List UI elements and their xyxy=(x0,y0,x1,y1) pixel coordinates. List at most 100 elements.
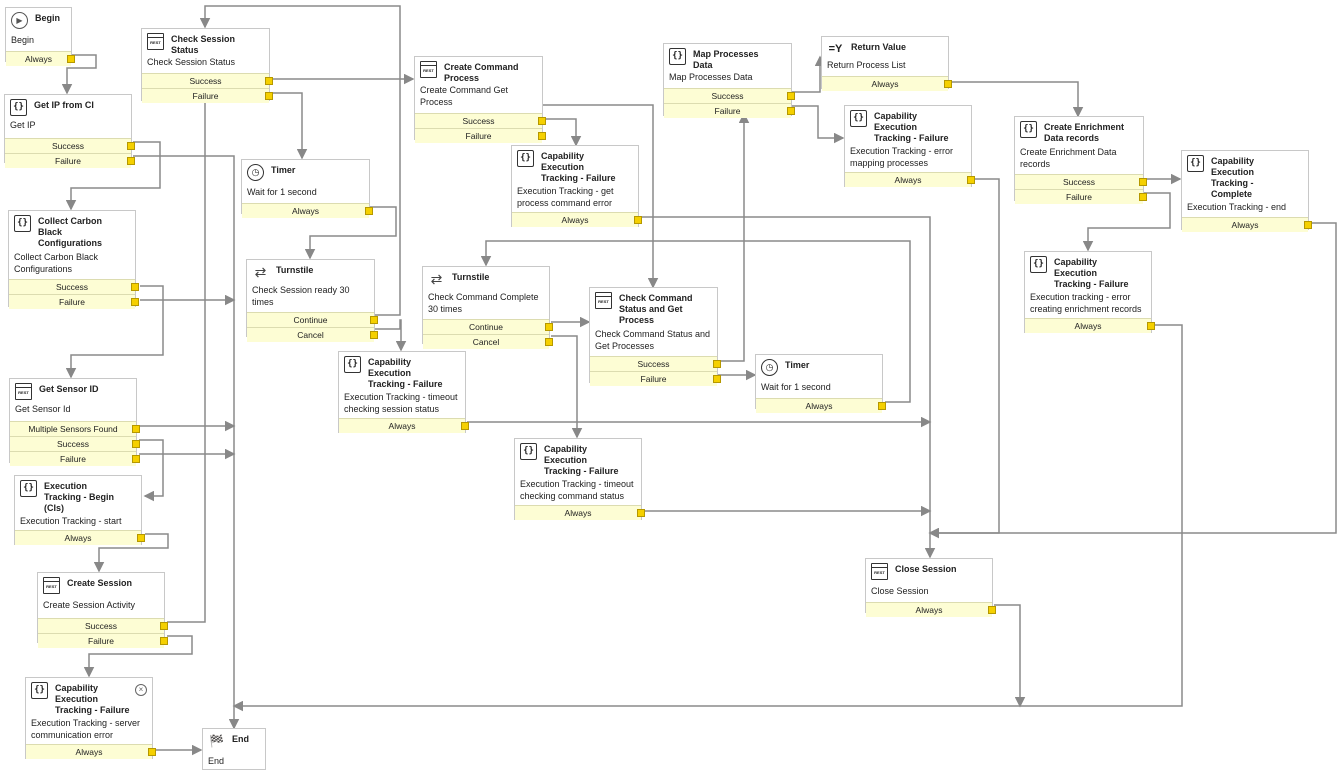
port-failure[interactable]: Failure xyxy=(590,371,721,386)
port-handle[interactable] xyxy=(1139,178,1147,186)
port-success[interactable]: Success xyxy=(415,113,546,128)
port-handle[interactable] xyxy=(787,107,795,115)
node-description: Map Processes Data xyxy=(669,72,753,82)
capability-complete-node[interactable]: {}Capability Execution Tracking - Comple… xyxy=(1181,150,1312,232)
port-continue[interactable]: Continue xyxy=(247,312,378,327)
create-enrichment-records-node[interactable]: {}Create Enrichment Data records Create … xyxy=(1014,116,1147,204)
port-always[interactable]: Always xyxy=(1182,217,1312,232)
port-handle[interactable] xyxy=(545,323,553,331)
end-node[interactable]: 🏁End End xyxy=(202,728,266,770)
port-handle[interactable] xyxy=(787,92,795,100)
port-success[interactable]: Success xyxy=(1015,174,1147,189)
port-handle[interactable] xyxy=(148,748,156,756)
port-failure[interactable]: Failure xyxy=(9,294,139,309)
port-handle[interactable] xyxy=(538,132,546,140)
port-handle[interactable] xyxy=(713,360,721,368)
port-handle[interactable] xyxy=(878,402,886,410)
port-handle[interactable] xyxy=(160,637,168,645)
port-handle[interactable] xyxy=(132,425,140,433)
port-failure[interactable]: Failure xyxy=(415,128,546,143)
capability-failure-node[interactable]: {}Capability Execution Tracking - Failur… xyxy=(338,351,469,433)
port-handle[interactable] xyxy=(967,176,975,184)
port-handle[interactable] xyxy=(713,375,721,383)
capability-failure-node[interactable]: {}Capability Execution Tracking - Failur… xyxy=(511,145,642,227)
port-handle[interactable] xyxy=(127,142,135,150)
port-handle[interactable] xyxy=(461,422,469,430)
port-handle[interactable] xyxy=(132,455,140,463)
port-handle[interactable] xyxy=(1304,221,1312,229)
port-handle[interactable] xyxy=(132,440,140,448)
execution-tracking-begin-node[interactable]: {}Execution Tracking - Begin (CIs) Execu… xyxy=(14,475,145,545)
port-handle[interactable] xyxy=(634,216,642,224)
port-handle[interactable] xyxy=(67,55,75,63)
capability-failure-node[interactable]: {}Capability Execution Tracking - Failur… xyxy=(844,105,975,187)
port-failure[interactable]: Failure xyxy=(38,633,168,648)
port-handle[interactable] xyxy=(1139,193,1147,201)
collect-carbon-black-configurations-node[interactable]: {}Collect Carbon Black Configurations Co… xyxy=(8,210,139,309)
port-success[interactable]: Success xyxy=(590,356,721,371)
port-success[interactable]: Success xyxy=(142,73,273,88)
port-always[interactable]: Always xyxy=(512,212,642,227)
port-handle[interactable] xyxy=(131,298,139,306)
port-handle[interactable] xyxy=(131,283,139,291)
port-failure[interactable]: Failure xyxy=(664,103,795,118)
node-title: Capability Execution Tracking - Failure xyxy=(55,683,130,715)
capability-failure-node[interactable]: {}Capability Execution Tracking - Failur… xyxy=(1024,251,1155,333)
map-processes-data-node[interactable]: {}Map Processes Data Map Processes Data … xyxy=(663,43,795,118)
capability-failure-node[interactable]: {}Capability Execution Tracking - Failur… xyxy=(514,438,645,520)
port-failure[interactable]: Failure xyxy=(142,88,273,103)
port-handle[interactable] xyxy=(1147,322,1155,330)
turnstile-node[interactable]: ⇄Turnstile Check Session ready 30 times … xyxy=(246,259,378,342)
port-handle[interactable] xyxy=(265,92,273,100)
port-failure[interactable]: Failure xyxy=(5,153,135,168)
port-success[interactable]: Success xyxy=(664,88,795,103)
begin-node[interactable]: ▶Begin Begin Always xyxy=(5,7,75,66)
port-always[interactable]: Always xyxy=(822,76,952,91)
port-handle[interactable] xyxy=(127,157,135,165)
port-multiple-sensors-found[interactable]: Multiple Sensors Found xyxy=(10,421,140,436)
get-ip-from-ci-node[interactable]: {}Get IP from CI Get IP Success Failure xyxy=(4,94,135,168)
port-handle[interactable] xyxy=(370,331,378,339)
turnstile-node[interactable]: ⇄Turnstile Check Command Complete 30 tim… xyxy=(422,266,553,349)
port-failure[interactable]: Failure xyxy=(1015,189,1147,204)
capability-failure-node[interactable]: {}Capability Execution Tracking - Failur… xyxy=(25,677,156,759)
port-handle[interactable] xyxy=(265,77,273,85)
port-always[interactable]: Always xyxy=(515,505,645,520)
port-always[interactable]: Always xyxy=(866,602,996,617)
port-handle[interactable] xyxy=(137,534,145,542)
port-success[interactable]: Success xyxy=(38,618,168,633)
port-cancel[interactable]: Cancel xyxy=(247,327,378,342)
timer-node[interactable]: ◷Timer Wait for 1 second Always xyxy=(241,159,373,218)
port-handle[interactable] xyxy=(160,622,168,630)
port-always[interactable]: Always xyxy=(6,51,75,66)
close-icon[interactable]: × xyxy=(135,684,147,696)
port-handle[interactable] xyxy=(365,207,373,215)
port-handle[interactable] xyxy=(944,80,952,88)
port-always[interactable]: Always xyxy=(15,530,145,545)
port-always[interactable]: Always xyxy=(26,744,156,759)
port-always[interactable]: Always xyxy=(1025,318,1155,333)
port-continue[interactable]: Continue xyxy=(423,319,553,334)
port-success[interactable]: Success xyxy=(10,436,140,451)
port-handle[interactable] xyxy=(637,509,645,517)
port-cancel[interactable]: Cancel xyxy=(423,334,553,349)
timer-node[interactable]: ◷Timer Wait for 1 second Always xyxy=(755,354,886,413)
port-handle[interactable] xyxy=(988,606,996,614)
port-always[interactable]: Always xyxy=(242,203,373,218)
port-always[interactable]: Always xyxy=(756,398,886,413)
port-handle[interactable] xyxy=(545,338,553,346)
port-always[interactable]: Always xyxy=(845,172,975,187)
port-failure[interactable]: Failure xyxy=(10,451,140,466)
port-success[interactable]: Success xyxy=(5,138,135,153)
port-handle[interactable] xyxy=(370,316,378,324)
port-always[interactable]: Always xyxy=(339,418,469,433)
port-success[interactable]: Success xyxy=(9,279,139,294)
port-handle[interactable] xyxy=(538,117,546,125)
